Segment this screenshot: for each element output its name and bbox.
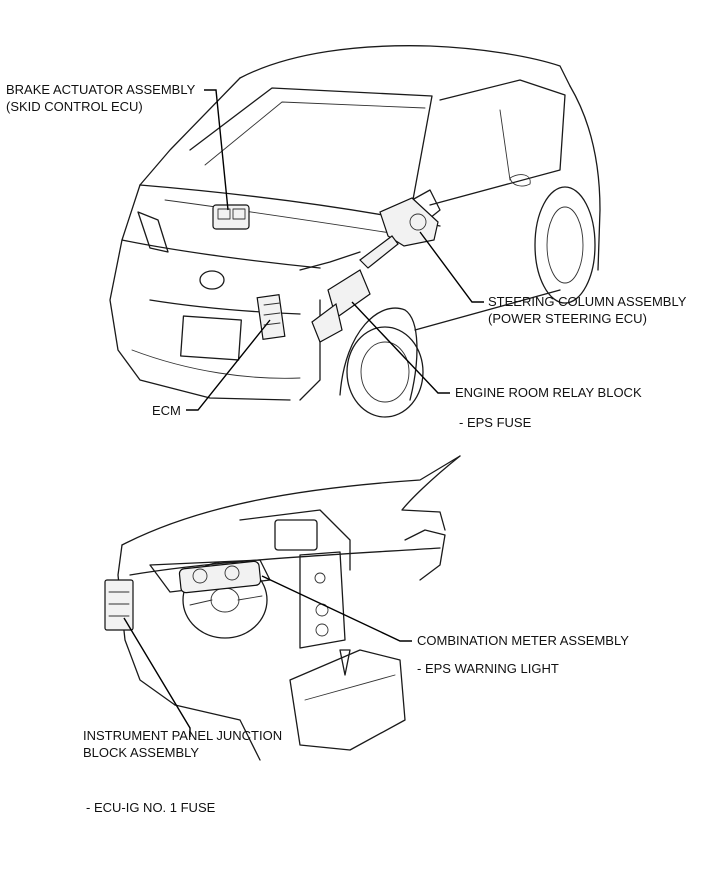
car-illustration: [109, 45, 601, 418]
combination-meter-label: COMBINATION METER ASSEMBLY: [417, 633, 629, 648]
engine-room-relay-block-label: ENGINE ROOM RELAY BLOCK: [455, 385, 642, 400]
leader-steering-column: [419, 231, 484, 303]
power-steering-ecu-label: (POWER STEERING ECU): [488, 311, 647, 326]
ecu-ig-fuse-label: - ECU-IG NO. 1 FUSE: [86, 800, 216, 815]
eps-warning-light-label: - EPS WARNING LIGHT: [417, 661, 559, 676]
dashboard-illustration: [117, 455, 461, 761]
engine-room-relay-block-part: [311, 269, 371, 343]
block-assembly-label: BLOCK ASSEMBLY: [83, 745, 200, 760]
leader-combination-meter: [261, 575, 412, 642]
steering-column-part: [359, 197, 439, 269]
leader-instrument-panel: [123, 617, 191, 737]
leader-engine-room-relay: [351, 301, 450, 394]
instrument-panel-junction-label: INSTRUMENT PANEL JUNCTION: [83, 728, 283, 743]
combination-meter-part: [178, 560, 262, 594]
eps-fuse-label: - EPS FUSE: [459, 415, 532, 430]
steering-column-label: STEERING COLUMN ASSEMBLY: [488, 294, 687, 309]
brake-actuator-part: [212, 204, 250, 230]
ecm-part: [256, 293, 286, 341]
leader-ecm: [186, 319, 271, 411]
skid-control-ecu-label: (SKID CONTROL ECU): [6, 99, 143, 114]
leader-lines: [123, 89, 484, 737]
leader-brake-actuator: [204, 89, 229, 211]
instrument-panel-junction-block-part: [104, 579, 134, 631]
brake-actuator-label: BRAKE ACTUATOR ASSEMBLY: [6, 82, 196, 97]
ecm-label: ECM: [152, 403, 181, 418]
